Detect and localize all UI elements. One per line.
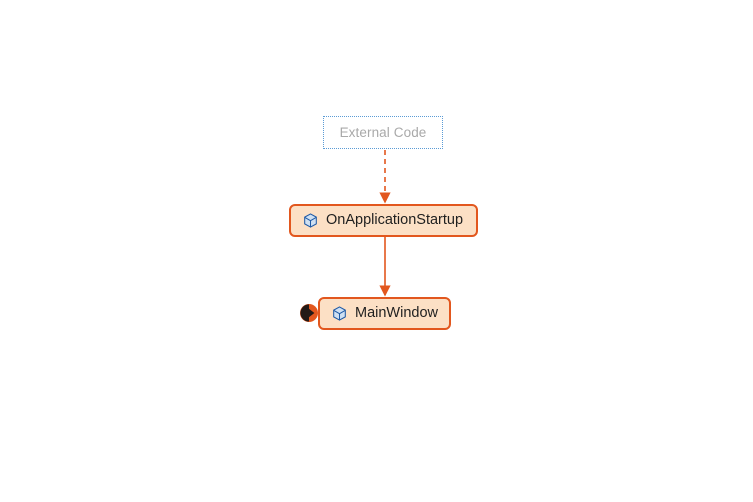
current-frame-marker-icon[interactable]	[299, 303, 319, 323]
node-external-code[interactable]: External Code	[323, 116, 443, 149]
cube-icon	[304, 213, 317, 228]
node-main-window-label: MainWindow	[355, 305, 438, 322]
node-main-window[interactable]: MainWindow	[318, 297, 451, 330]
node-external-code-label: External Code	[339, 125, 427, 140]
node-on-application-startup-label: OnApplicationStartup	[326, 212, 464, 229]
cube-icon	[333, 306, 346, 321]
node-on-application-startup[interactable]: OnApplicationStartup	[289, 204, 478, 237]
